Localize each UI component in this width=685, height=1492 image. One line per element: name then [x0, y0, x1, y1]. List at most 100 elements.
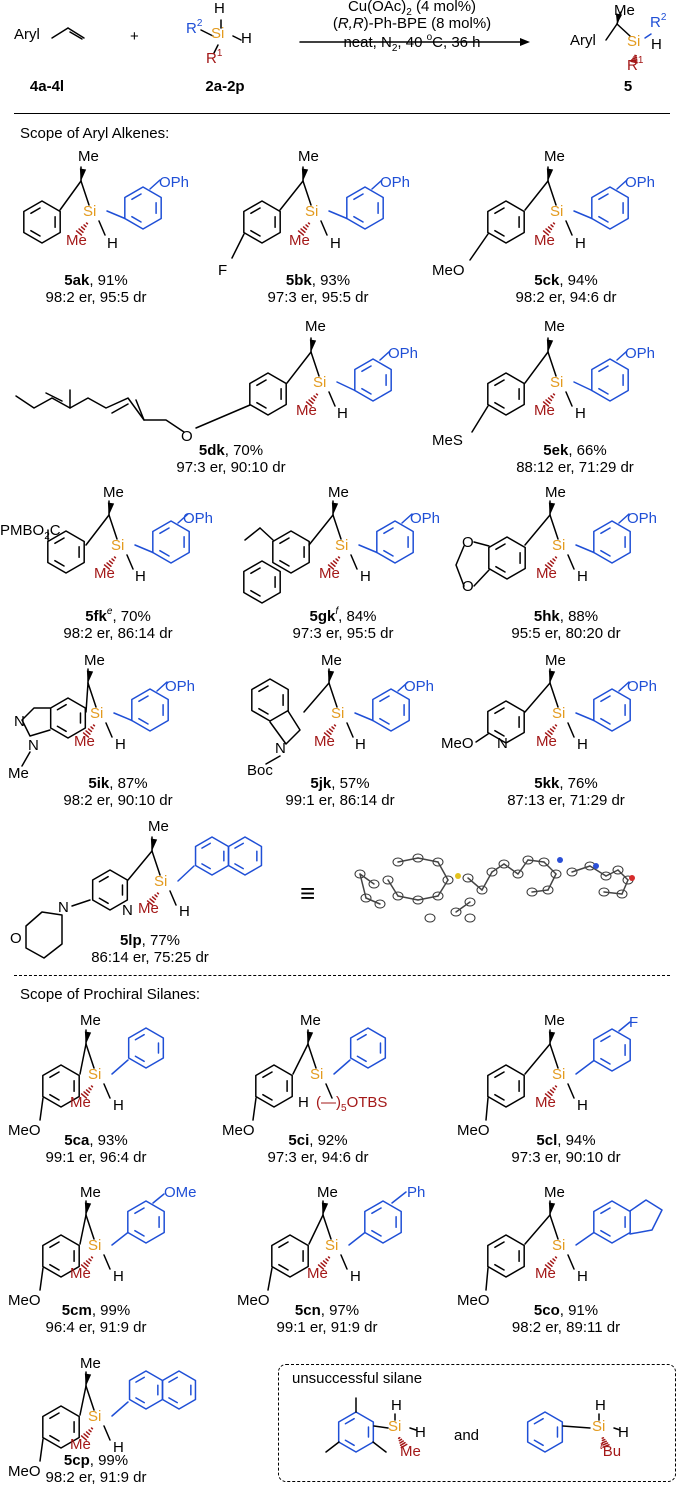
hash-bond — [317, 1264, 325, 1270]
bond — [39, 1438, 44, 1462]
hash-bond — [398, 1438, 403, 1442]
bond — [325, 1441, 340, 1453]
si-aryl-bond — [358, 544, 378, 554]
hash-bond — [552, 1087, 556, 1091]
ortep-bond — [491, 863, 505, 873]
hash-bond — [327, 1256, 331, 1259]
wedge-bond — [301, 168, 309, 181]
atom-o-dioxole-bottom: O — [462, 578, 474, 595]
ortep-bond — [617, 869, 629, 881]
wedge-bond — [309, 339, 317, 352]
benzene-ring — [271, 1234, 309, 1278]
hash-bond — [554, 724, 558, 727]
si-h-bond — [567, 722, 575, 738]
hash-bond — [315, 393, 319, 396]
label-alkenes: 4a-4l — [29, 78, 65, 95]
ortep-n — [593, 863, 599, 869]
hash-bond — [326, 730, 332, 735]
si-aryl-ring — [127, 1027, 165, 1069]
atom-me-red: Me — [94, 565, 115, 582]
hash-bond — [333, 724, 337, 727]
wedge-bond — [548, 1031, 556, 1044]
silane-r1: R1 — [206, 48, 223, 67]
wedge-bond — [150, 838, 158, 851]
si-h-bond — [105, 722, 113, 738]
hash-bond — [544, 732, 552, 738]
c-aryl-bond — [524, 351, 549, 384]
c-aryl-bond — [79, 1043, 87, 1075]
label-silanes: 2a-2p — [205, 78, 245, 95]
benzene-ring — [42, 1064, 80, 1108]
caption-5ak: 5ak, 91%98:2 er, 95:5 dr — [45, 272, 147, 306]
bond — [213, 44, 219, 54]
ortep-bond — [481, 871, 493, 891]
hash-bond — [547, 730, 553, 735]
chain-double-bond — [45, 392, 63, 402]
atom-si: Si — [154, 873, 168, 890]
product-me: Me — [614, 2, 635, 19]
silane-h-top: H — [214, 0, 225, 17]
hash-bond — [545, 228, 551, 233]
ortep-bond — [603, 891, 623, 895]
ring-double-bond — [234, 863, 244, 870]
ring-double-bond — [131, 193, 142, 201]
ring-double-bond — [256, 379, 267, 387]
benzene-ring — [42, 1234, 80, 1278]
hash-bond — [85, 1089, 91, 1094]
atom-me-red: Me — [138, 900, 159, 917]
benzene-ring — [243, 560, 281, 604]
atom-si: Si — [88, 1066, 102, 1083]
hash-bond — [90, 1256, 94, 1259]
hash-bond — [80, 1435, 88, 1441]
si-aryl-bond — [373, 1425, 389, 1429]
hash-bond — [151, 896, 157, 901]
hash-bond — [320, 1262, 326, 1267]
ortep-bond — [467, 877, 483, 891]
si-aryl-ring — [593, 1028, 631, 1072]
hash-bond — [552, 222, 556, 225]
atom-o: O — [10, 930, 22, 947]
atom-h: H — [577, 736, 588, 753]
ortep-bond — [517, 859, 529, 875]
c-si-bond — [549, 682, 559, 708]
hash-bond — [83, 1091, 89, 1096]
c-aryl-bond — [59, 180, 82, 211]
atom-h: H — [113, 1268, 124, 1285]
bond — [618, 681, 630, 692]
si-h-bond — [565, 220, 573, 236]
c-si-bond — [549, 1214, 559, 1240]
si-aryl-ring — [364, 1200, 402, 1244]
ortep-atom — [424, 913, 436, 923]
atom-me-red: Me — [74, 733, 95, 750]
si-aryl-bond — [354, 712, 374, 722]
bond — [244, 527, 261, 541]
caption-5cl: 5cl, 94%97:3 er, 90:10 dr — [511, 1132, 621, 1166]
hash-bond — [108, 560, 114, 565]
ring-double-bond — [134, 1229, 145, 1237]
c-aryl-bond — [308, 514, 334, 546]
si-h-bond — [169, 890, 177, 906]
ring-double-bond — [494, 1241, 505, 1249]
atom-me-red: Me — [66, 232, 87, 249]
atom-h: H — [577, 1268, 588, 1285]
hash-bond — [90, 1427, 94, 1430]
ring-double-bond — [383, 527, 394, 535]
hash-bond — [305, 224, 309, 228]
bond — [267, 1267, 273, 1291]
hash-bond — [332, 560, 338, 565]
ring-double-bond — [159, 549, 170, 557]
ring-double-bond — [600, 1057, 611, 1065]
caption-5fk: 5fke, 70%98:2 er, 86:14 dr — [63, 606, 173, 642]
hash-bond — [542, 401, 550, 407]
hash-bond — [85, 1431, 91, 1436]
hash-bond — [88, 1429, 92, 1433]
ortep-bond — [605, 869, 619, 877]
atom-si: Si — [335, 537, 349, 554]
atom-me: Me — [8, 765, 29, 782]
si-aryl-bond — [573, 210, 593, 220]
section-divider — [14, 975, 670, 976]
bond — [409, 1427, 417, 1431]
atom-si: Si — [325, 1237, 339, 1254]
atom-meo: MeO — [8, 1463, 41, 1480]
bond — [252, 1097, 257, 1121]
